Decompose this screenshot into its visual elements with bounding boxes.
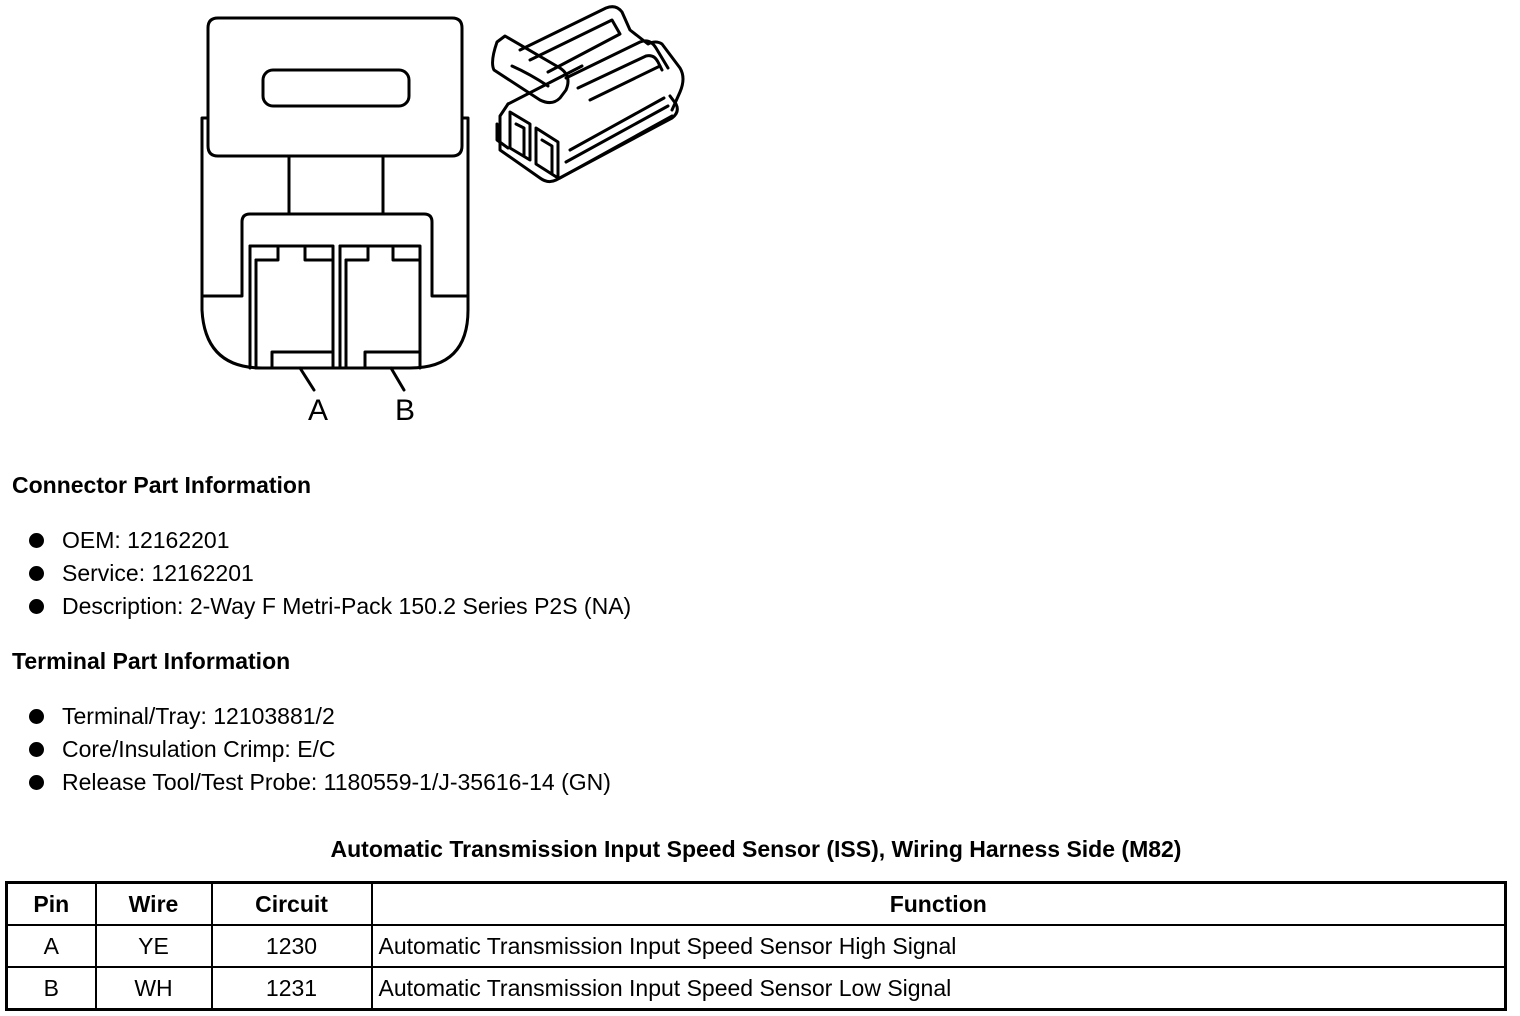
bullet-icon: [29, 709, 44, 724]
list-item: Service: 12162201: [26, 557, 631, 590]
list-item-text: OEM: 12162201: [62, 527, 230, 553]
bullet-icon: [29, 742, 44, 757]
cell-pin: B: [5, 966, 97, 1011]
table-header-row: Pin Wire Circuit Function: [5, 881, 1507, 926]
terminal-part-info-heading: Terminal Part Information: [12, 648, 291, 674]
pinout-table: Pin Wire Circuit Function A YE 1230 Auto…: [5, 881, 1507, 1011]
pin-label-b: B: [395, 394, 415, 427]
header-wire: Wire: [94, 881, 213, 926]
table-title: Automatic Transmission Input Speed Senso…: [330, 836, 1182, 862]
list-item: Release Tool/Test Probe: 1180559-1/J-356…: [26, 766, 611, 799]
pin-label-a: A: [308, 394, 328, 427]
list-item-text: Core/Insulation Crimp: E/C: [62, 736, 336, 762]
list-item-text: Service: 12162201: [62, 560, 254, 586]
cell-function: Automatic Transmission Input Speed Senso…: [370, 966, 1507, 1011]
cell-wire: WH: [94, 966, 213, 1011]
bullet-icon: [29, 566, 44, 581]
cell-circuit: 1230: [210, 924, 373, 968]
bullet-icon: [29, 775, 44, 790]
terminal-part-info-list: Terminal/Tray: 12103881/2 Core/Insulatio…: [26, 700, 611, 799]
connector-diagram: A B: [200, 5, 685, 427]
header-circuit: Circuit: [210, 881, 373, 926]
list-item-text: Description: 2-Way F Metri-Pack 150.2 Se…: [62, 593, 632, 619]
connector-part-info-list: OEM: 12162201 Service: 12162201 Descript…: [26, 524, 631, 623]
table-row: B WH 1231 Automatic Transmission Input S…: [5, 966, 1507, 1011]
list-item: Core/Insulation Crimp: E/C: [26, 733, 611, 766]
list-item-text: Terminal/Tray: 12103881/2: [62, 703, 335, 729]
list-item: Description: 2-Way F Metri-Pack 150.2 Se…: [26, 590, 631, 623]
header-pin: Pin: [5, 881, 97, 926]
list-item-text: Release Tool/Test Probe: 1180559-1/J-356…: [62, 769, 611, 795]
connector-face: [200, 16, 470, 392]
connector-part-info-heading: Connector Part Information: [12, 472, 312, 498]
list-item: Terminal/Tray: 12103881/2: [26, 700, 611, 733]
bullet-icon: [29, 599, 44, 614]
header-function: Function: [370, 881, 1507, 926]
cell-circuit: 1231: [210, 966, 373, 1011]
bullet-icon: [29, 533, 44, 548]
terminal-isometric-view: [491, 5, 685, 184]
list-item: OEM: 12162201: [26, 524, 631, 557]
cell-wire: YE: [94, 924, 213, 968]
cell-pin: A: [5, 924, 97, 968]
cell-function: Automatic Transmission Input Speed Senso…: [370, 924, 1507, 968]
table-row: A YE 1230 Automatic Transmission Input S…: [5, 924, 1507, 968]
